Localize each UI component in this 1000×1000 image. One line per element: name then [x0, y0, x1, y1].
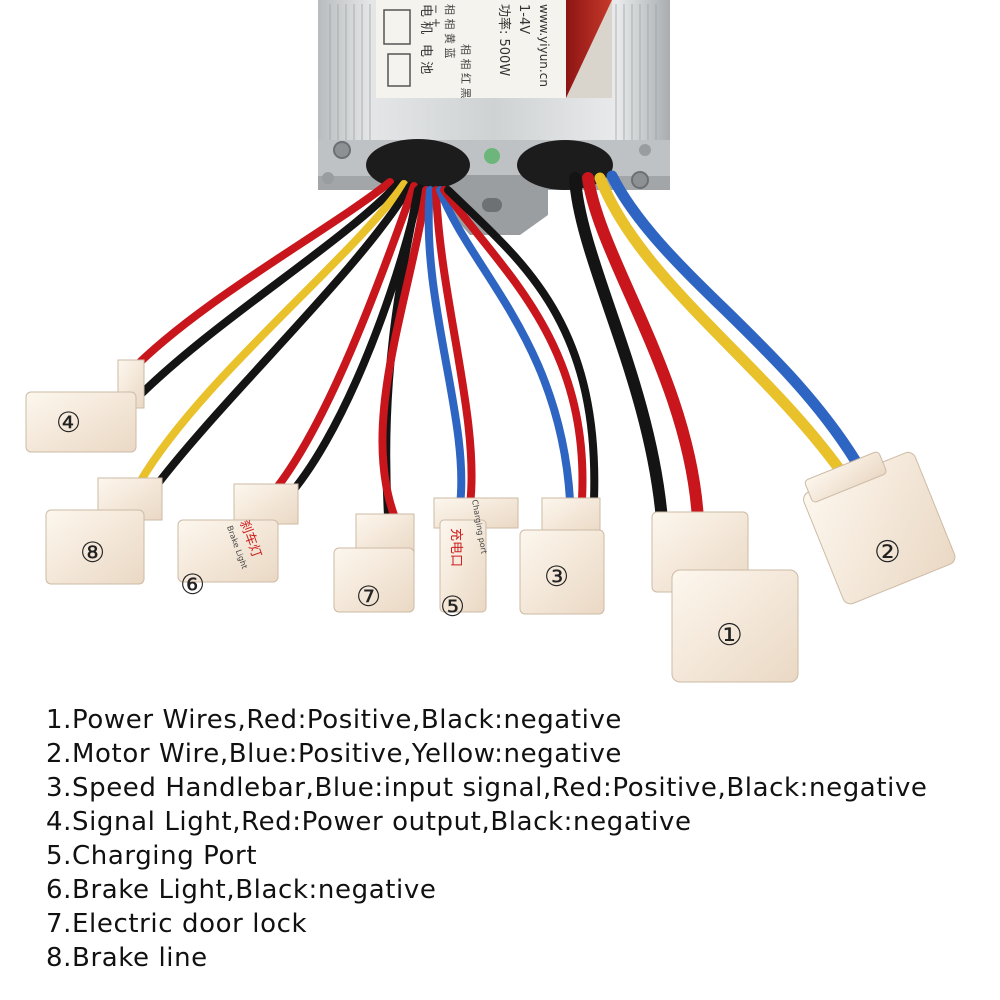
connector-8: ⑧ — [45, 477, 163, 585]
connector-1: ① — [651, 511, 799, 683]
label-website: www.yiyun.cn — [537, 4, 551, 87]
legend-item-1: 1.Power Wires,Red:Positive,Black:negativ… — [46, 705, 623, 735]
legend-item-5: 5.Charging Port — [46, 841, 258, 871]
connector-7-number: ⑦ — [356, 580, 381, 613]
legend-item-7: 7.Electric door lock — [46, 909, 308, 939]
screw-left — [333, 141, 351, 159]
grommet-left — [366, 139, 470, 191]
connector-4-number: ④ — [56, 406, 81, 439]
connector-8-number: ⑧ — [80, 536, 105, 569]
connector-5: 充电口 Charging port ⑤ — [433, 497, 519, 623]
label-phase-yb: 相 相 黄 蓝 — [443, 4, 457, 59]
connector-5-sticker-cn: 充电口 — [448, 528, 464, 567]
controller-wiring-photo: 电 机 电 池 功率: 500W 1-4V www.yiyun.cn 相 相 黄… — [25, 0, 956, 683]
connector-6-number: ⑥ — [180, 568, 205, 601]
connector-3-number: ③ — [544, 560, 569, 593]
legend-item-3: 3.Speed Handlebar,Blue:input signal,Red:… — [46, 773, 928, 803]
connector-6: 刹车灯 Brake Light ⑥ — [177, 483, 299, 601]
connector-1-number: ① — [716, 618, 743, 653]
legend-item-6: 6.Brake Light,Black:negative — [46, 875, 437, 905]
connector-4: ④ — [25, 359, 145, 453]
wires — [126, 170, 861, 526]
controller-label: 电 机 电 池 功率: 500W 1-4V www.yiyun.cn 相 相 黄… — [376, 0, 612, 99]
connector-2: ② — [803, 451, 956, 605]
label-voltage: 1-4V — [516, 4, 531, 34]
label-motor: 电 机 — [418, 4, 433, 34]
label-battery: 电 池 — [418, 44, 433, 74]
legend-item-8: 8.Brake line — [46, 943, 208, 973]
legend-item-2: 2.Motor Wire,Blue:Positive,Yellow:negati… — [46, 739, 623, 769]
wiring-legend: 1.Power Wires,Red:Positive,Black:negativ… — [46, 703, 928, 975]
label-minus-plus: − + — [429, 4, 443, 28]
connector-7: ⑦ — [333, 513, 415, 613]
screw-right — [631, 171, 649, 189]
label-power: 功率: 500W — [496, 4, 512, 76]
connector-5-number: ⑤ — [440, 590, 465, 623]
connector-2-number: ② — [874, 535, 901, 570]
legend-item-4: 4.Signal Light,Red:Power output,Black:ne… — [46, 807, 692, 837]
label-phase-rb: 相 相 红 黑 — [459, 44, 472, 99]
connector-3: ③ — [519, 497, 605, 615]
